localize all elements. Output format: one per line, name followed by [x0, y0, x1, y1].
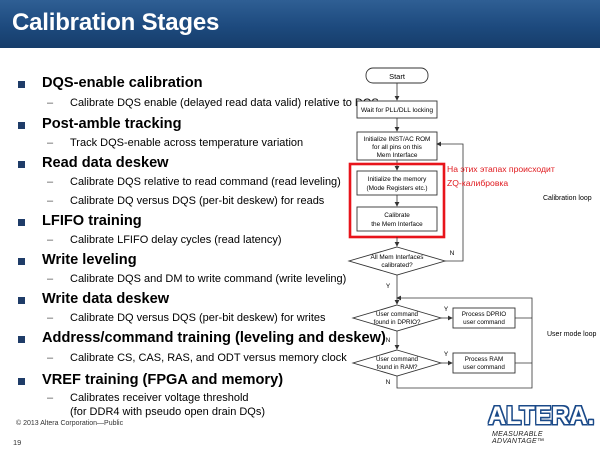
sub-bullet-dash-icon: – — [47, 392, 54, 404]
bullet-heading: VREF training (FPGA and memory) — [42, 372, 284, 388]
logo-wordmark: ALTERA. — [488, 402, 595, 430]
sub-bullet-text: Calibrate LFIFO delay cycles (read laten… — [70, 234, 282, 246]
all-calibrated-line1: All Mem Interfaces — [371, 254, 424, 261]
init-memory-box — [356, 170, 438, 196]
process-dprio-line2: user command — [463, 319, 505, 326]
bullet-heading: Read data deskew — [42, 155, 169, 171]
slide-title: Calibration Stages — [12, 9, 220, 36]
logo-tagline: MEASURABLE ADVANTAGE™ — [492, 431, 545, 445]
init-memory-line2: (Mode Registers etc.) — [366, 185, 427, 192]
calibrate-box — [356, 206, 438, 232]
sub-bullet-text: Calibrate DQS and DM to write command (w… — [70, 273, 347, 285]
altera-logo: ALTERA. MEASURABLE ADVANTAGE™ — [488, 402, 594, 445]
bullet-square-icon — [18, 81, 25, 88]
wait-pll-label: Wait for PLL/DLL locking — [361, 107, 433, 114]
bullet-square-icon — [18, 122, 25, 129]
slide-header: Calibration Stages — [0, 0, 600, 48]
calibrate-line1: Calibrate — [384, 212, 410, 219]
all-calibrated-decision — [347, 246, 447, 276]
sub-bullet-dash-icon: – — [47, 137, 54, 149]
all-calibrated-line2: calibrated? — [381, 262, 413, 269]
bullet-heading: DQS-enable calibration — [42, 75, 203, 91]
calibration-loop-label: Calibration loop — [543, 195, 592, 202]
bullet-square-icon — [18, 161, 25, 168]
bullet-heading: Post-amble tracking — [42, 116, 182, 132]
sub-bullet-dash-icon: – — [47, 312, 54, 324]
init-rom-line3: Mem Interface — [377, 152, 418, 159]
dprio-question-line2: found in DPRIO? — [374, 319, 421, 326]
ram-decision — [351, 349, 443, 377]
no-label-2: N — [386, 337, 391, 344]
bullet-heading: Write data deskew — [42, 291, 170, 307]
bullet-heading: Write leveling — [42, 252, 137, 268]
slide-footer: © 2013 Altera Corporation—Public — [16, 420, 124, 427]
yes-label-2: Y — [444, 306, 449, 313]
process-ram-line1: Process RAM — [465, 356, 504, 363]
bullet-square-icon — [18, 297, 25, 304]
yes-label-3: Y — [444, 351, 449, 358]
sub-bullet-text: Track DQS-enable across temperature vari… — [70, 137, 304, 149]
start-label: Start — [389, 72, 406, 81]
init-memory-line1: Initialize the memory — [368, 176, 427, 183]
init-rom-line2: for all pins on this — [372, 144, 422, 151]
bullet-heading: LFIFO training — [42, 213, 142, 229]
sub-bullet-text: Calibrates receiver voltage threshold — [70, 392, 249, 404]
process-dprio-line1: Process DPRIO — [462, 311, 507, 318]
bullet-square-icon — [18, 258, 25, 265]
sub-bullet-dash-icon: – — [47, 352, 54, 364]
process-ram-line2: user command — [463, 364, 505, 371]
sub-bullet-dash-icon: – — [47, 273, 54, 285]
dprio-decision — [351, 304, 443, 332]
sub-bullet-text: Calibrate CS, CAS, RAS, and ODT versus m… — [70, 352, 347, 364]
bullet-square-icon — [18, 219, 25, 226]
bullet-square-icon — [18, 378, 25, 385]
no-label-3: N — [386, 379, 391, 386]
sub-bullet-dash-icon: – — [47, 97, 54, 109]
zq-note-line1: На этих этапах происходит — [447, 164, 555, 174]
bullet-heading: Address/command training (leveling and d… — [42, 330, 386, 346]
bullet-square-icon — [18, 336, 25, 343]
page-number: 19 — [13, 438, 22, 447]
calibrate-line2: the Mem Interface — [371, 221, 423, 228]
sub-bullet-text: (for DDR4 with pseudo open drain DQs) — [70, 406, 266, 418]
yes-label-1: Y — [386, 283, 391, 290]
dprio-question-line1: User command — [376, 311, 419, 318]
init-rom-line1: Initialize INST/AC ROM — [364, 136, 431, 143]
user-mode-loop-label: User mode loop — [547, 331, 597, 338]
zq-note-line2: ZQ-калибровка — [447, 178, 509, 188]
init-rom-box — [356, 131, 438, 161]
ram-question-line2: found in RAM? — [377, 364, 418, 371]
sub-bullet-dash-icon: – — [47, 234, 54, 246]
sub-bullet-text: Calibrate DQS enable (delayed read data … — [70, 97, 379, 109]
sub-bullet-text: Calibrate DQ versus DQS (per-bit deskew)… — [70, 312, 326, 324]
ram-question-line1: User command — [376, 356, 419, 363]
sub-bullet-dash-icon: – — [47, 195, 54, 207]
sub-bullet-dash-icon: – — [47, 176, 54, 188]
sub-bullet-text: Calibrate DQ versus DQS (per-bit deskew)… — [70, 195, 325, 207]
sub-bullet-text: Calibrate DQS relative to read command (… — [70, 176, 341, 188]
no-label-1: N — [450, 250, 455, 257]
